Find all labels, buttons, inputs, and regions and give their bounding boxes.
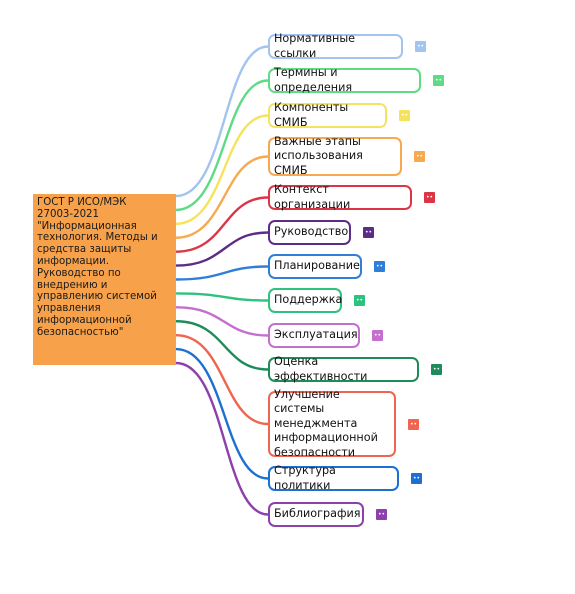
branch-5-connector (175, 196, 269, 253)
branch-3-topic[interactable]: Компоненты СМИБ (268, 101, 387, 129)
branch-11-label: Улучшение системы менеджмента информацио… (274, 387, 378, 459)
branch-7-connector (175, 265, 269, 281)
branch-10-connector (175, 320, 269, 371)
branch-6-label: Руководство (274, 225, 349, 239)
branch-11-topic[interactable]: Улучшение системы менеджмента информацио… (268, 388, 396, 459)
branch-13-label: Библиография (274, 507, 361, 521)
branch-10-topic[interactable]: Оценка эффективности (268, 355, 419, 383)
branch-9-note-icon[interactable]: •• (372, 330, 383, 341)
branch-11-note-icon[interactable]: •• (408, 418, 419, 430)
branch-1-label: Нормативные ссылки (274, 32, 356, 60)
branch-9-topic[interactable]: Эксплуатация (268, 323, 360, 348)
branch-7-label: Планирование (274, 259, 360, 273)
branch-6-note-icon[interactable]: •• (363, 227, 374, 238)
branch-2-label: Термины и определения (274, 66, 353, 94)
branch-13-note-icon[interactable]: •• (376, 509, 387, 520)
branch-10-label: Оценка эффективности (274, 355, 368, 383)
branch-8-connector (175, 292, 269, 302)
branch-5-note-icon[interactable]: •• (424, 192, 435, 203)
branch-4-connector (175, 155, 269, 239)
branch-3-label: Компоненты СМИБ (274, 101, 349, 129)
branch-7-note-icon[interactable]: •• (374, 261, 385, 272)
branch-12-topic[interactable]: Структура политики (268, 464, 399, 492)
branch-5-label: Контекст организации (274, 183, 351, 211)
branch-9-connector (175, 306, 269, 337)
branch-9-label: Эксплуатация (274, 328, 358, 342)
branch-11-connector (175, 333, 269, 426)
branch-13-topic[interactable]: Библиография (268, 502, 364, 527)
branch-10-note-icon[interactable]: •• (431, 364, 442, 375)
branch-8-topic[interactable]: Поддержка (268, 288, 342, 313)
branch-1-note-icon[interactable]: •• (415, 41, 426, 52)
branch-12-label: Структура политики (274, 464, 336, 492)
branch-2-connector (175, 79, 269, 212)
branch-1-connector (175, 45, 269, 198)
branch-6-connector (175, 231, 269, 267)
branch-12-note-icon[interactable]: •• (411, 473, 422, 484)
branch-1-topic[interactable]: Нормативные ссылки (268, 32, 403, 60)
branch-6-topic[interactable]: Руководство (268, 220, 351, 245)
branch-8-note-icon[interactable]: •• (354, 295, 365, 306)
branch-5-topic[interactable]: Контекст организации (268, 183, 412, 211)
branch-8-label: Поддержка (274, 293, 343, 307)
branch-4-topic[interactable]: Важные этапы использования СМИБ (268, 134, 402, 177)
branch-12-connector (175, 347, 269, 480)
branch-2-note-icon[interactable]: •• (433, 75, 444, 86)
branch-4-label: Важные этапы использования СМИБ (274, 134, 363, 177)
branch-2-topic[interactable]: Термины и определения (268, 66, 421, 94)
branch-13-connector (175, 361, 269, 516)
root-topic[interactable]: ГОСТ Р ИСО/МЭК 27003-2021 "Информационна… (33, 194, 176, 365)
branch-7-topic[interactable]: Планирование (268, 254, 362, 279)
branch-3-note-icon[interactable]: •• (399, 110, 410, 121)
branch-4-note-icon[interactable]: •• (414, 151, 425, 162)
branch-3-connector (175, 114, 269, 226)
